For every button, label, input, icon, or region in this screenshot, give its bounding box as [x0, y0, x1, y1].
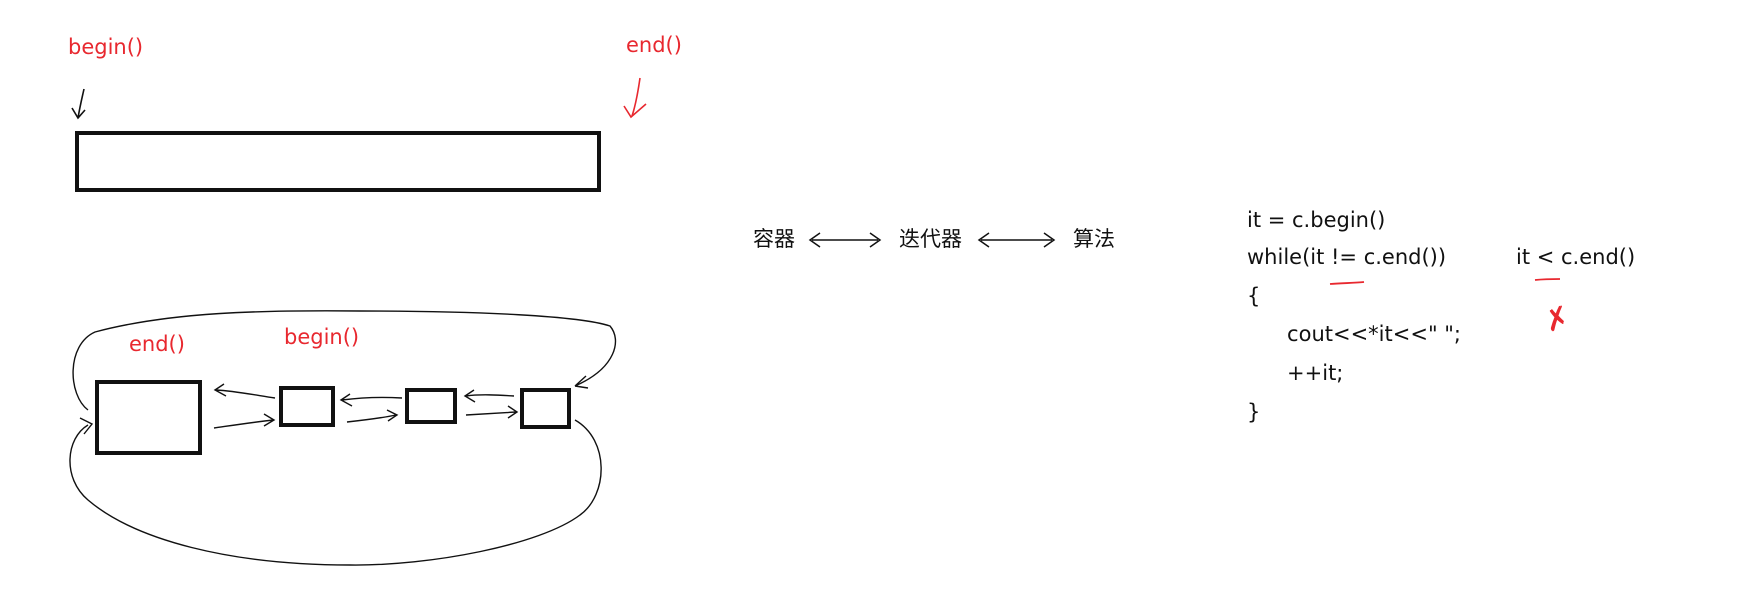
neq-underline — [1329, 281, 1365, 285]
relation-arrows — [808, 232, 1056, 248]
code-line-5: ++it; — [1247, 361, 1344, 385]
code-line-4: cout<<*it<<" "; — [1247, 322, 1462, 346]
code-line-2: while(it != c.end()) — [1247, 245, 1447, 269]
list-node-2 — [405, 388, 457, 424]
code-line-6: } — [1247, 400, 1261, 424]
code-line-1: it = c.begin() — [1247, 208, 1386, 232]
circular-loop — [69, 310, 617, 566]
list-node-1 — [279, 386, 335, 427]
algorithm-label: 算法 — [1073, 227, 1115, 251]
array-end-label: end() — [626, 33, 682, 57]
array-block — [75, 131, 601, 192]
end-arrow — [623, 77, 647, 119]
list-begin-label: begin() — [284, 325, 360, 349]
iterator-label: 迭代器 — [899, 227, 962, 251]
begin-arrow — [71, 88, 86, 120]
code-line-3: { — [1247, 284, 1261, 308]
lt-underline — [1534, 278, 1561, 281]
container-label: 容器 — [753, 227, 795, 251]
list-end-label: end() — [129, 332, 185, 356]
list-links — [213, 383, 519, 429]
list-node-3 — [520, 388, 571, 429]
list-node-head — [95, 380, 202, 455]
wrong-condition: it < c.end() — [1516, 245, 1636, 269]
array-begin-label: begin() — [68, 35, 144, 59]
